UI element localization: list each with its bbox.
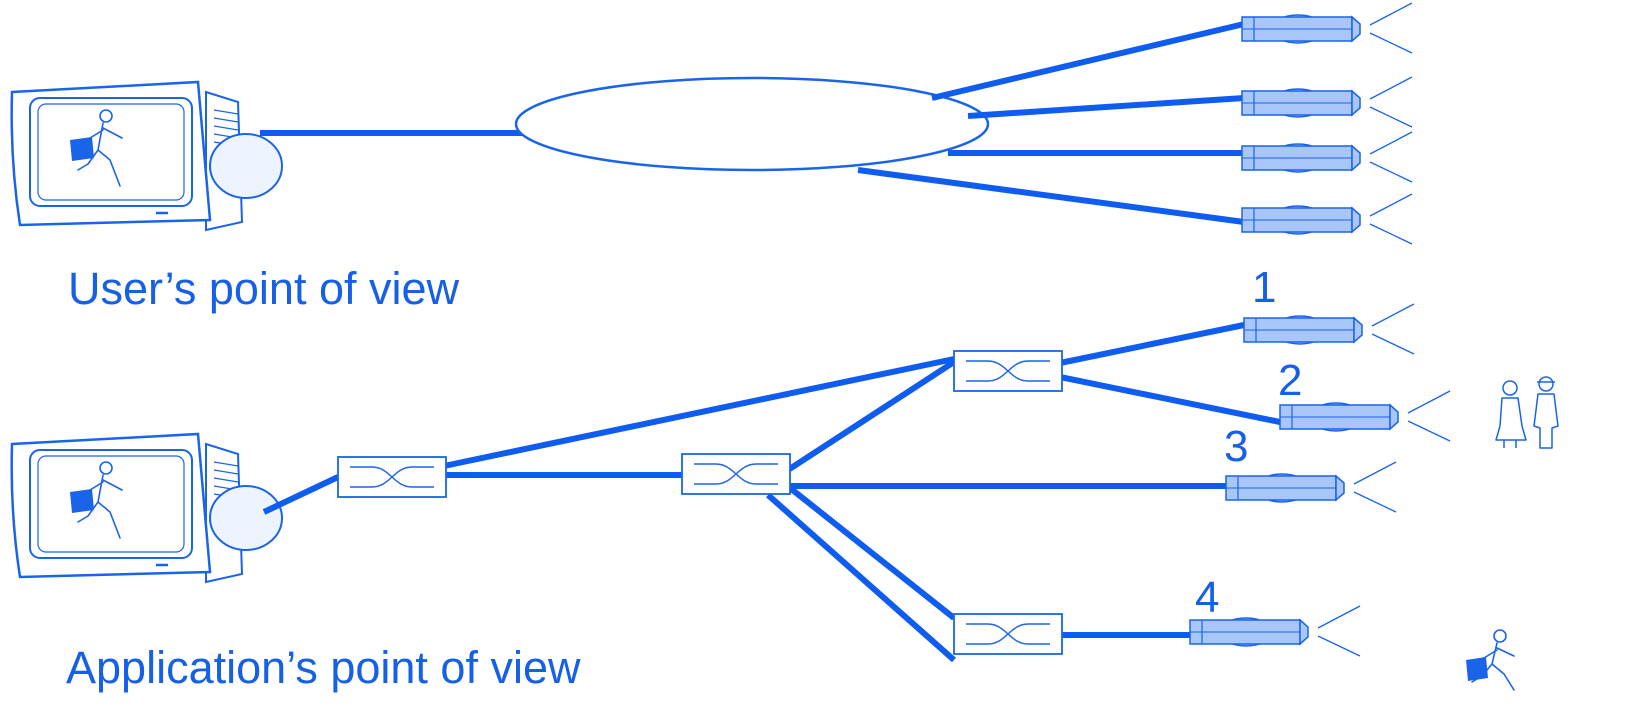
network-links — [262, 322, 1281, 663]
camera-number: 2 — [1278, 356, 1302, 405]
network-cloud — [514, 76, 990, 172]
cloud-links — [857, 21, 1245, 225]
camera-icon — [1241, 2, 1413, 54]
monitor-icon — [10, 80, 284, 232]
switch-icon — [681, 453, 791, 495]
user-view-caption: User’s point of view — [68, 263, 460, 314]
switch-icon — [953, 613, 1063, 655]
camera-number: 4 — [1195, 573, 1219, 622]
switch-icon — [953, 350, 1063, 392]
application-view-section: 1 2 3 4 Application’s point of view — [10, 263, 1559, 693]
application-view-caption: Application’s point of view — [66, 642, 581, 693]
camera-icon — [1241, 76, 1413, 128]
camera-icon — [1225, 461, 1397, 513]
camera-icon — [1279, 390, 1451, 442]
runner-icon — [1466, 629, 1515, 691]
camera-number: 1 — [1252, 263, 1276, 312]
switch-icon — [337, 456, 447, 498]
camera-number: 3 — [1224, 422, 1248, 471]
camera-icon — [1241, 193, 1413, 245]
people-icon — [1495, 376, 1559, 449]
monitor-icon — [10, 432, 284, 584]
camera-icon — [1241, 131, 1413, 183]
user-view-section: User’s point of view — [10, 2, 1413, 314]
